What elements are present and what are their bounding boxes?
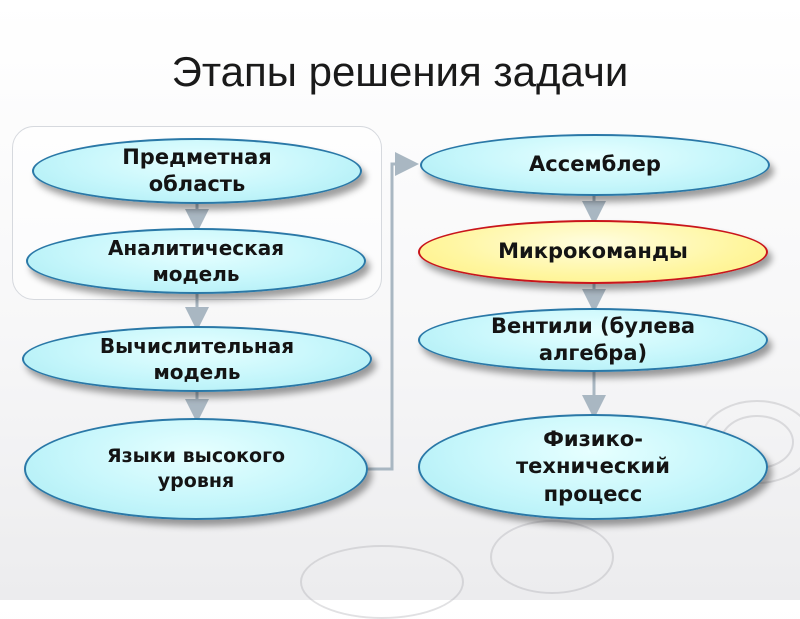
node-gates: Вентили (булева алгебра): [418, 308, 768, 372]
node-computational-model: Вычислительная модель: [22, 326, 372, 392]
node-high-level-languages: Языки высокого уровня: [24, 418, 368, 520]
node-microcommands: Микрокоманды: [418, 220, 768, 284]
ripple-decoration: [490, 520, 614, 594]
node-physical-process: Физико- технический процесс: [418, 414, 768, 520]
node-subject-area: Предметная область: [32, 138, 362, 204]
arrow-connectors: [185, 152, 606, 471]
slide-title: Этапы решения задачи: [171, 48, 629, 95]
arrow-languages-to-assembler: [368, 152, 419, 471]
node-assembler: Ассемблер: [420, 134, 770, 196]
node-analytic-model: Аналитическая модель: [26, 228, 366, 294]
